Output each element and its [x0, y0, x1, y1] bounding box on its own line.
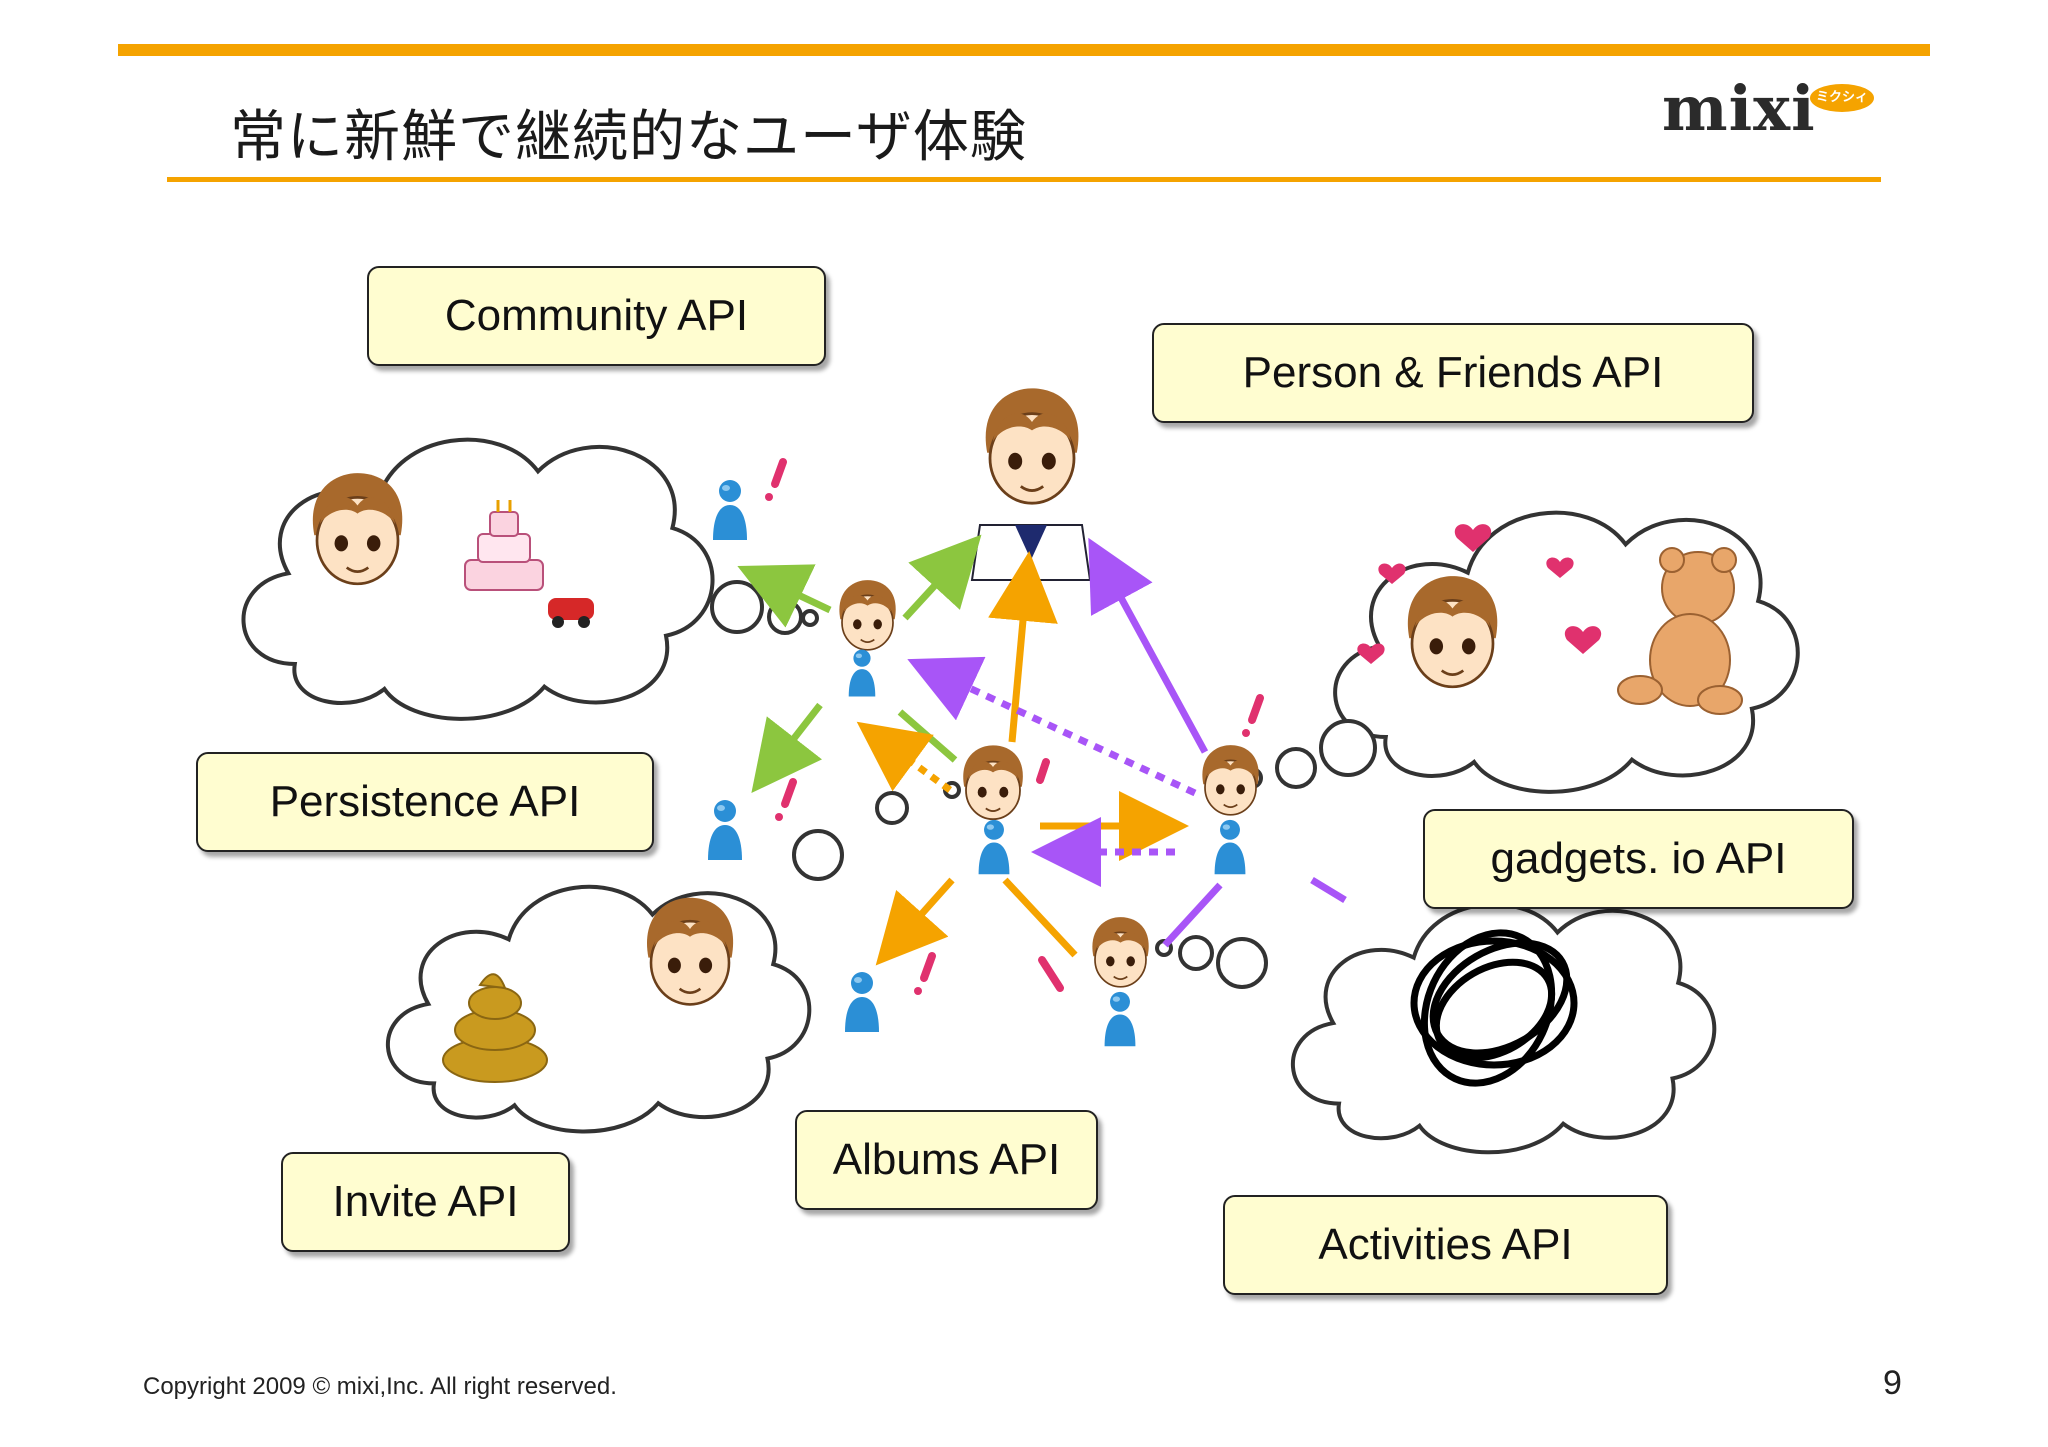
albums-api-label: Albums API [795, 1110, 1098, 1210]
user-icon-mid-left [708, 800, 742, 860]
character-right [1201, 744, 1260, 816]
user-icon-top-left [713, 480, 747, 540]
activities-api-label: Activities API [1223, 1195, 1668, 1295]
persistence-api-label: Persistence API [196, 752, 654, 852]
mixi-logo: mixi ミクシィ [1662, 78, 1878, 148]
person-friends-api-label: Person & Friends API [1152, 323, 1754, 423]
arrow-girl-to-user [737, 564, 832, 628]
arrow-right-to-top [1088, 537, 1209, 754]
character-surprised [311, 471, 404, 586]
heart-icon [1357, 524, 1602, 664]
arrow-center-to-bottomleft [875, 877, 955, 966]
character-happy [1406, 574, 1499, 689]
user-icon-right [1214, 819, 1246, 875]
character-worried [645, 896, 735, 1006]
copyright-text: Copyright 2009 © mixi,Inc. All right res… [143, 1373, 617, 1400]
exclamation-marks [765, 458, 1264, 995]
poop-icon [442, 973, 548, 1083]
slide-title: 常に新鮮で継続的なユーザ体験 [230, 105, 1027, 170]
arrow-center-to-bottom [1002, 877, 1078, 958]
arrow-girl-to-midleft [751, 702, 823, 794]
birthday-cake-icon [464, 500, 544, 591]
user-icon-bottom [1104, 991, 1136, 1047]
teddy-bear-icon [1617, 547, 1743, 715]
arrow-center-to-top [988, 551, 1058, 743]
page-number: 9 [1883, 1364, 1902, 1402]
arrows [737, 534, 1347, 966]
gadgets-io-api-label: gadgets. io API [1423, 809, 1854, 909]
user-icon-center [978, 819, 1010, 875]
invite-api-label: Invite API [281, 1152, 570, 1252]
scribble-icon [1410, 929, 1578, 1087]
toy-car-icon [548, 598, 594, 628]
arrow-center-to-girl [897, 709, 958, 763]
thought-cloud-poop [388, 887, 809, 1132]
arrow-right-to-gadgets [1310, 877, 1347, 903]
character-bottom [1091, 916, 1150, 988]
community-api-label: Community API [367, 266, 826, 366]
character-center [962, 744, 1024, 821]
title-underline [167, 177, 1881, 182]
arrow-girl-to-top [902, 534, 982, 621]
logo-speech-bubble: ミクシィ [1810, 84, 1874, 112]
character-center-top-body [970, 524, 1092, 581]
arrow-center-to-girl-dotted [856, 721, 953, 793]
top-accent-bar [118, 44, 1930, 56]
logo-wordmark: mixi [1662, 72, 1816, 145]
character-center-top [984, 386, 1080, 505]
character-girl-left [838, 579, 897, 651]
user-icon-bottom-left [845, 972, 879, 1032]
arrow-right-to-girl-dotted [907, 656, 1197, 797]
user-icon-girl [848, 649, 876, 697]
arrow-bottom-to-right [1162, 882, 1223, 948]
